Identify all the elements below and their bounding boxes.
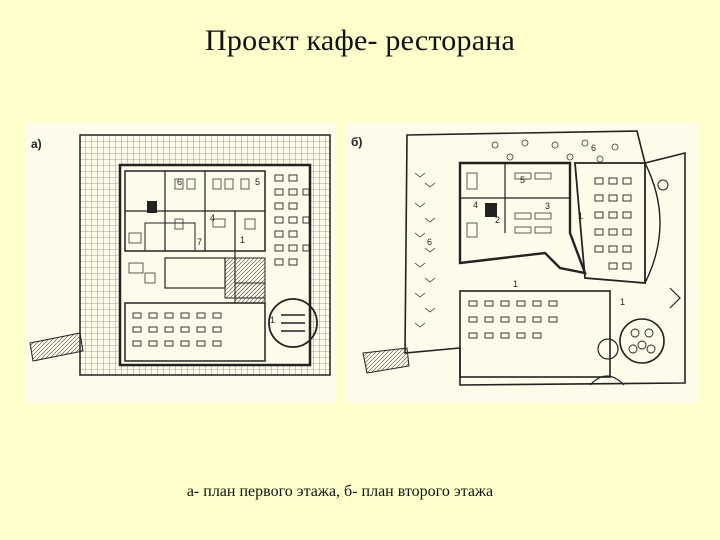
round-bar <box>268 298 318 348</box>
slide-title: Проект кафе- ресторана <box>205 24 515 57</box>
room-number: 1 <box>578 211 583 221</box>
terrace-outline <box>404 130 686 386</box>
entrance-ramp <box>29 332 84 362</box>
room-number: 3 <box>545 201 550 211</box>
room-number: 1 <box>240 235 245 245</box>
room-number: 2 <box>495 215 500 225</box>
room-number: 4 <box>473 200 478 210</box>
room-number: 4 <box>210 213 215 223</box>
plan-b-label: б) <box>351 135 363 149</box>
room-number: 1 <box>513 279 518 289</box>
upper-floor-drawing: 6 5 4 3 2 1 1 6 1 <box>362 130 686 386</box>
ground-floor-drawing: 6 5 4 1 7 1 <box>29 134 331 376</box>
room-number: 7 <box>197 237 202 247</box>
plan-a-label: а) <box>31 137 42 151</box>
room-number: 1 <box>270 315 275 325</box>
room-number: 6 <box>591 143 596 153</box>
room-number: 6 <box>177 177 182 187</box>
entrance-ramp <box>362 347 410 374</box>
upper-floor-plan: 6 5 4 3 2 1 1 6 1 б) <box>345 123 697 403</box>
round-dance-floor <box>619 318 665 364</box>
room-number: 1 <box>620 297 625 307</box>
kitchen-block <box>458 161 587 275</box>
room-number: 5 <box>520 175 525 185</box>
room-number: 6 <box>427 237 432 247</box>
room-number: 5 <box>255 177 260 187</box>
ground-floor-plan: 6 5 4 1 7 1 а) <box>25 123 335 403</box>
slide-caption: а- план первого этажа, б- план второго э… <box>186 483 494 500</box>
